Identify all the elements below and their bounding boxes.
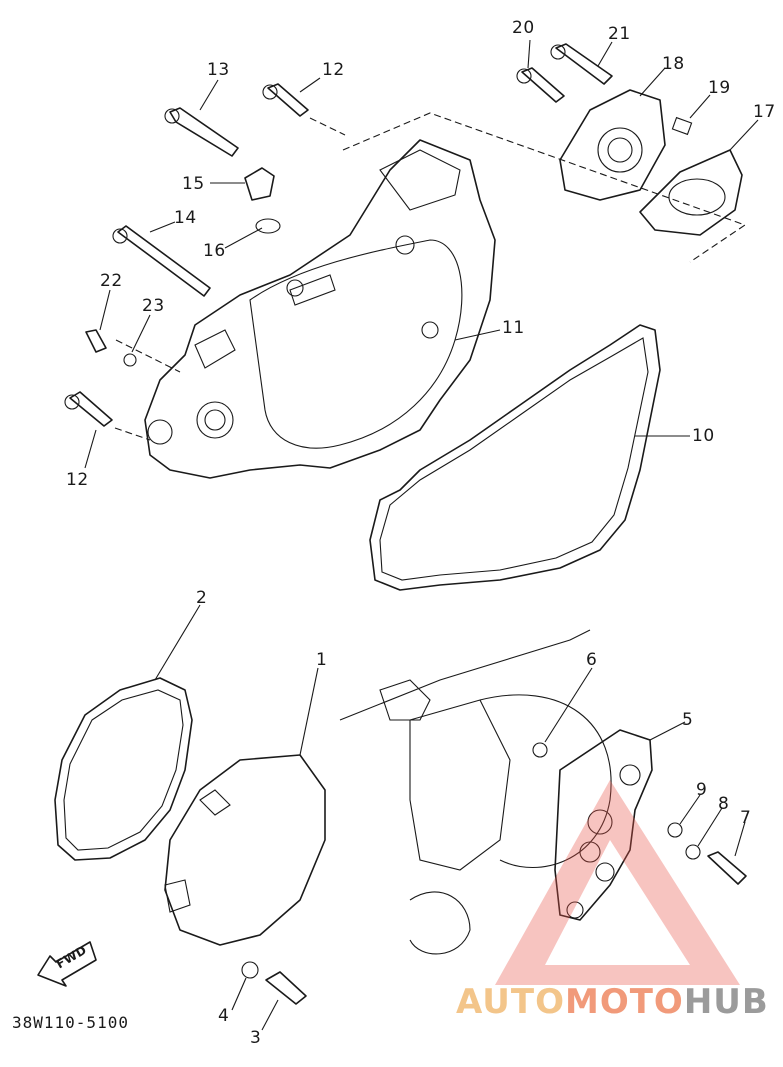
washer-part-4	[241, 961, 259, 979]
oil-filler-cap-part-15	[244, 167, 275, 201]
bolt-part-21	[550, 43, 613, 85]
watermark-word-moto: MOTO	[564, 982, 684, 1022]
washer-part-23	[123, 353, 137, 367]
callout-15: 15	[182, 174, 205, 194]
water-pump-housing-part-5	[554, 729, 653, 921]
callout-18: 18	[662, 54, 685, 74]
cover-part-1	[164, 754, 326, 946]
bolt-part-20	[516, 67, 565, 103]
guide-lines-upper	[342, 112, 747, 263]
gasket-part-10	[369, 324, 661, 591]
crankcase-cover-part-11	[144, 139, 496, 479]
callout-20: 20	[512, 18, 535, 38]
callout-13: 13	[207, 60, 230, 80]
bolt-part-3	[265, 971, 307, 1005]
bolt-part-13	[164, 107, 239, 157]
callout-8: 8	[718, 794, 730, 814]
gasket-part-17	[639, 149, 743, 236]
washer-part-6	[532, 742, 548, 758]
o-ring-part-16	[255, 218, 281, 234]
bolt-part-12-upper	[262, 83, 309, 117]
callout-11: 11	[502, 318, 525, 338]
washer-part-8	[685, 844, 701, 860]
watermark-logo: AUTOMOTOHUB	[456, 985, 769, 1019]
bolt-part-22	[85, 329, 107, 353]
callout-3: 3	[250, 1028, 262, 1048]
callout-19: 19	[708, 78, 731, 98]
bolt-part-12-lower	[64, 391, 113, 427]
callout-12-left: 12	[66, 470, 89, 490]
callout-17: 17	[753, 102, 776, 122]
bolt-part-7	[707, 851, 747, 885]
callout-5: 5	[682, 710, 694, 730]
engine-case-outline	[339, 629, 612, 955]
pump-cover-part-18	[559, 89, 666, 201]
fwd-arrow-icon	[37, 941, 97, 987]
callout-7: 7	[740, 808, 752, 828]
gasket-part-2	[54, 677, 193, 861]
dowel-pin-part-19	[671, 116, 693, 136]
callout-12-top: 12	[322, 60, 345, 80]
callout-14: 14	[174, 208, 197, 228]
callout-23: 23	[142, 296, 165, 316]
callout-16: 16	[203, 241, 226, 261]
callout-22: 22	[100, 271, 123, 291]
callout-10: 10	[692, 426, 715, 446]
leader-lines	[84, 39, 759, 1031]
callout-1: 1	[316, 650, 328, 670]
callout-4: 4	[218, 1006, 230, 1026]
callout-6: 6	[586, 650, 598, 670]
callout-2: 2	[196, 588, 208, 608]
callout-21: 21	[608, 24, 631, 44]
watermark-word-hub: HUB	[683, 982, 769, 1022]
washer-part-9	[667, 822, 683, 838]
callout-9: 9	[696, 780, 708, 800]
watermark-triangle-icon	[495, 780, 740, 985]
bolt-part-14	[112, 225, 211, 297]
watermark-word-auto: AUTO	[456, 982, 565, 1022]
diagram-part-code: 38W110-5100	[12, 1013, 129, 1032]
